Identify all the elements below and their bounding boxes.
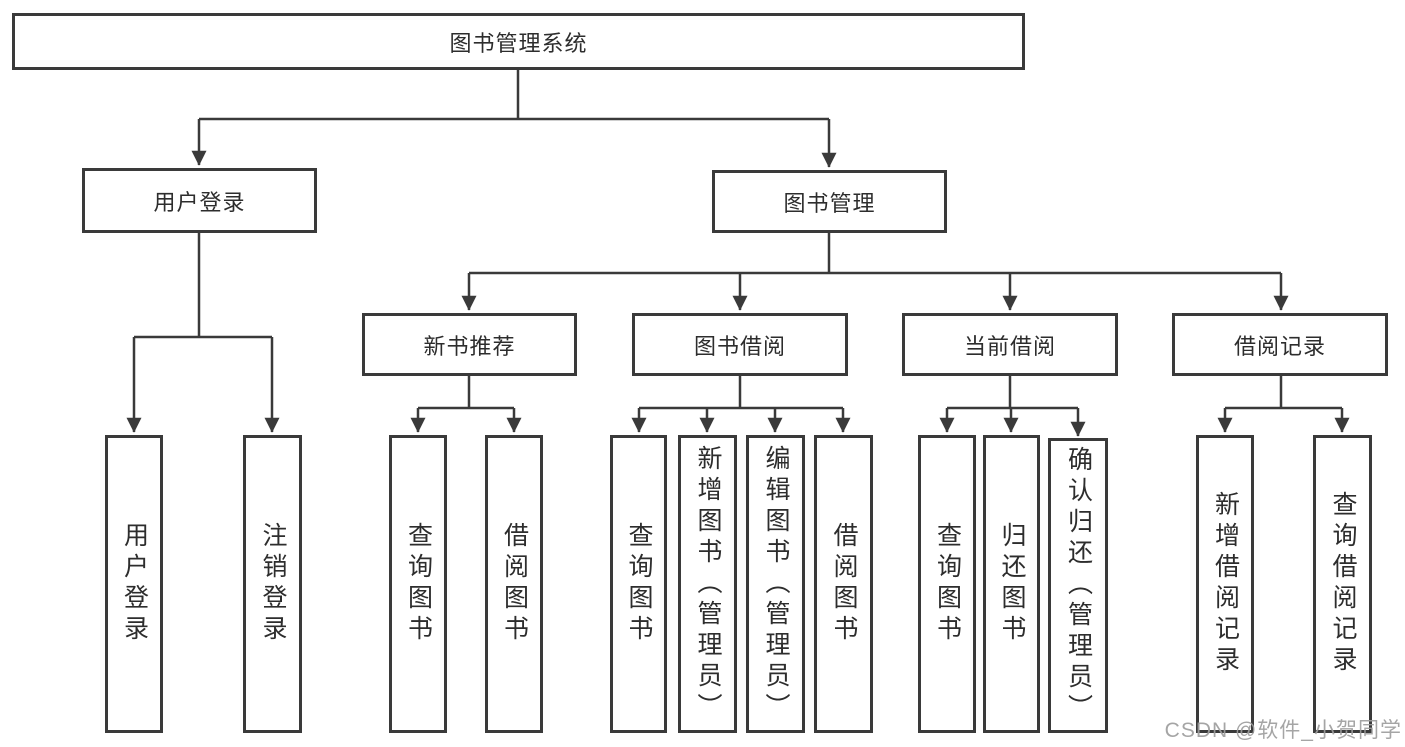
leaf-nb-borrow-books: 借阅图书 <box>485 435 543 733</box>
leaf-cb-confirm-return-admin: 确认归还（管理员） <box>1048 438 1108 733</box>
leaf-br-query-borrow-record: 查询借阅记录 <box>1313 435 1372 733</box>
node-label: 新增图书（管理员） <box>694 444 722 724</box>
node-label: 查询图书 <box>404 522 433 646</box>
node-label: 归还图书 <box>998 522 1026 646</box>
node-label: 注销登录 <box>259 522 287 646</box>
node-label: 查询图书 <box>625 522 653 646</box>
leaf-cb-return-books: 归还图书 <box>983 435 1040 733</box>
node-new-book-recommendation: 新书推荐 <box>362 313 577 376</box>
node-label: 编辑图书（管理员） <box>762 444 790 724</box>
leaf-br-add-borrow-record: 新增借阅记录 <box>1196 435 1254 733</box>
leaf-bb-query-books: 查询图书 <box>610 435 667 733</box>
node-label: 查询借阅记录 <box>1329 491 1357 677</box>
node-current-borrowing: 当前借阅 <box>902 313 1118 376</box>
node-library-management-system: 图书管理系统 <box>12 13 1025 70</box>
leaf-user-login: 用户登录 <box>105 435 163 733</box>
node-book-management: 图书管理 <box>712 170 947 233</box>
node-label: 借阅图书 <box>830 522 858 646</box>
node-label: 用户登录 <box>153 189 246 215</box>
node-label: 借阅记录 <box>1233 333 1326 359</box>
node-borrowing-records: 借阅记录 <box>1172 313 1388 376</box>
node-label: 图书管理 <box>783 190 876 216</box>
leaf-cb-query-books: 查询图书 <box>918 435 976 733</box>
node-label: 新书推荐 <box>423 333 516 359</box>
node-label: 当前借阅 <box>963 333 1056 359</box>
leaf-bb-add-books-admin: 新增图书（管理员） <box>678 435 737 733</box>
leaf-nb-query-books: 查询图书 <box>389 435 447 733</box>
node-label: 确认归还（管理员） <box>1064 446 1093 725</box>
node-label: 借阅图书 <box>500 522 529 646</box>
watermark-csdn: CSDN @软件_小贺同学 <box>1164 719 1402 742</box>
leaf-bb-borrow-books: 借阅图书 <box>814 435 873 733</box>
node-label: 查询图书 <box>933 522 962 646</box>
leaf-bb-edit-books-admin: 编辑图书（管理员） <box>746 435 805 733</box>
node-label: 新增借阅记录 <box>1211 491 1240 677</box>
leaf-logout-login: 注销登录 <box>243 435 302 733</box>
node-book-borrowing: 图书借阅 <box>632 313 848 376</box>
node-label: 用户登录 <box>120 522 149 646</box>
node-label: 图书管理系统 <box>449 30 588 56</box>
node-label: 图书借阅 <box>693 333 786 359</box>
node-user-login: 用户登录 <box>82 168 317 233</box>
